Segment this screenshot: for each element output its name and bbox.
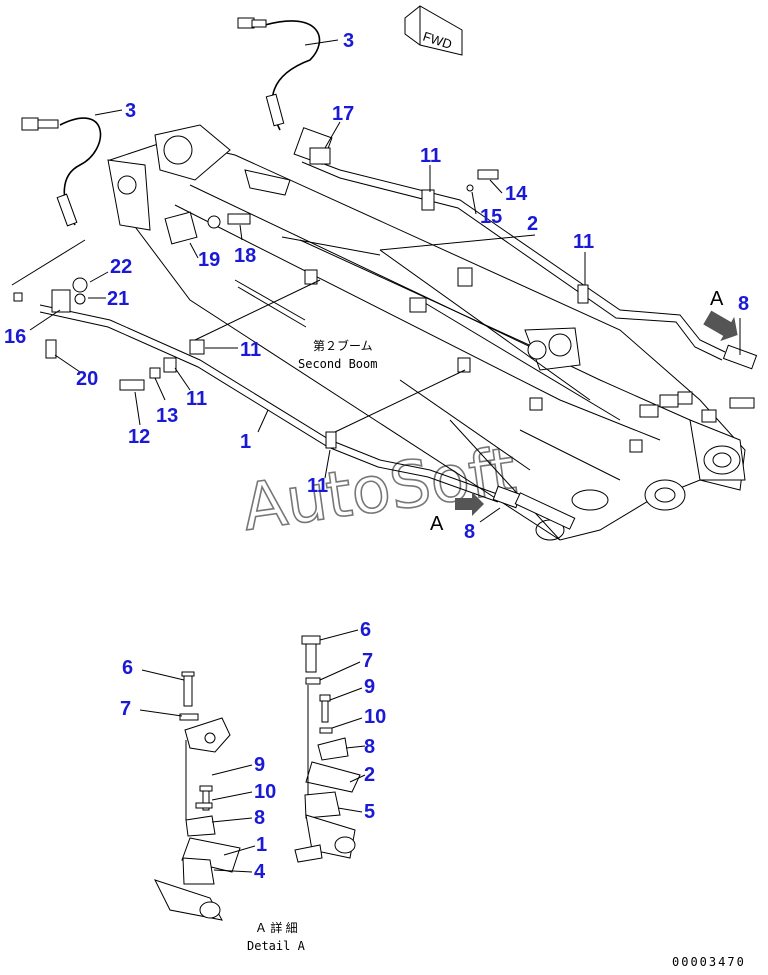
boom-label-en: Second Boom — [298, 357, 377, 371]
callouts-main: 3 3 17 11 14 15 2 11 8 19 18 22 21 16 20… — [4, 30, 749, 543]
hose-3-upper — [237, 17, 321, 131]
hardware-left — [13, 147, 499, 391]
callout-22: 22 — [110, 256, 132, 278]
callout-13: 13 — [156, 405, 178, 427]
view-a-arrow-lower: A — [430, 492, 484, 535]
callout-8: 8 — [464, 521, 475, 543]
callout-20: 20 — [76, 368, 98, 390]
callout-14: 14 — [505, 183, 528, 205]
callout-1: 1 — [256, 834, 267, 856]
callout-7: 7 — [120, 698, 131, 720]
callout-10: 10 — [364, 706, 386, 728]
detail-a-left-assembly — [154, 671, 241, 921]
callout-6: 6 — [122, 657, 133, 679]
callout-8: 8 — [254, 807, 265, 829]
drawing-number: 00003470 — [672, 955, 746, 969]
callout-19: 19 — [198, 249, 220, 271]
callout-2: 2 — [527, 213, 538, 235]
hose-3-left — [21, 117, 102, 227]
callout-16: 16 — [4, 326, 26, 348]
detail-a-leader-lines — [139, 629, 366, 873]
callout-11: 11 — [420, 145, 441, 167]
callout-15: 15 — [480, 206, 502, 228]
callout-11: 11 — [240, 339, 261, 361]
callout-8: 8 — [738, 293, 749, 315]
callout-4: 4 — [254, 861, 266, 883]
callout-7: 7 — [362, 650, 373, 672]
view-a-marker-right: A — [710, 288, 724, 310]
callout-1: 1 — [240, 431, 251, 453]
fittings-right — [514, 391, 755, 530]
callout-5: 5 — [364, 801, 375, 823]
view-a-marker-lower: A — [430, 513, 444, 535]
callout-18: 18 — [234, 245, 256, 267]
pipe-2 — [293, 127, 758, 370]
callout-10: 10 — [254, 781, 276, 803]
callout-3: 3 — [125, 100, 136, 122]
callout-8: 8 — [364, 736, 375, 758]
second-boom — [107, 124, 746, 541]
callout-9: 9 — [254, 754, 265, 776]
detail-label-en: Detail A — [247, 939, 306, 953]
callout-3: 3 — [343, 30, 354, 52]
clamp-11-upper — [189, 189, 589, 449]
fwd-arrow-icon: FWD — [404, 5, 463, 56]
callout-6: 6 — [360, 619, 371, 641]
leader-lines — [11, 39, 741, 523]
callout-2: 2 — [364, 764, 375, 786]
callout-9: 9 — [364, 676, 375, 698]
callout-17: 17 — [332, 103, 354, 125]
boom-label-jp: 第２ブーム — [313, 338, 373, 353]
callout-11: 11 — [307, 475, 328, 497]
callouts-detail-a: 6 7 9 10 8 1 4 6 7 9 10 8 2 5 — [120, 619, 386, 883]
detail-a-right-assembly — [294, 635, 361, 863]
callout-21: 21 — [107, 288, 129, 310]
callout-12: 12 — [128, 426, 150, 448]
view-a-arrow-right: A — [703, 288, 738, 342]
detail-label-jp: Ａ 詳 細 — [255, 920, 298, 935]
callout-11: 11 — [186, 388, 207, 410]
callout-11: 11 — [573, 231, 594, 253]
